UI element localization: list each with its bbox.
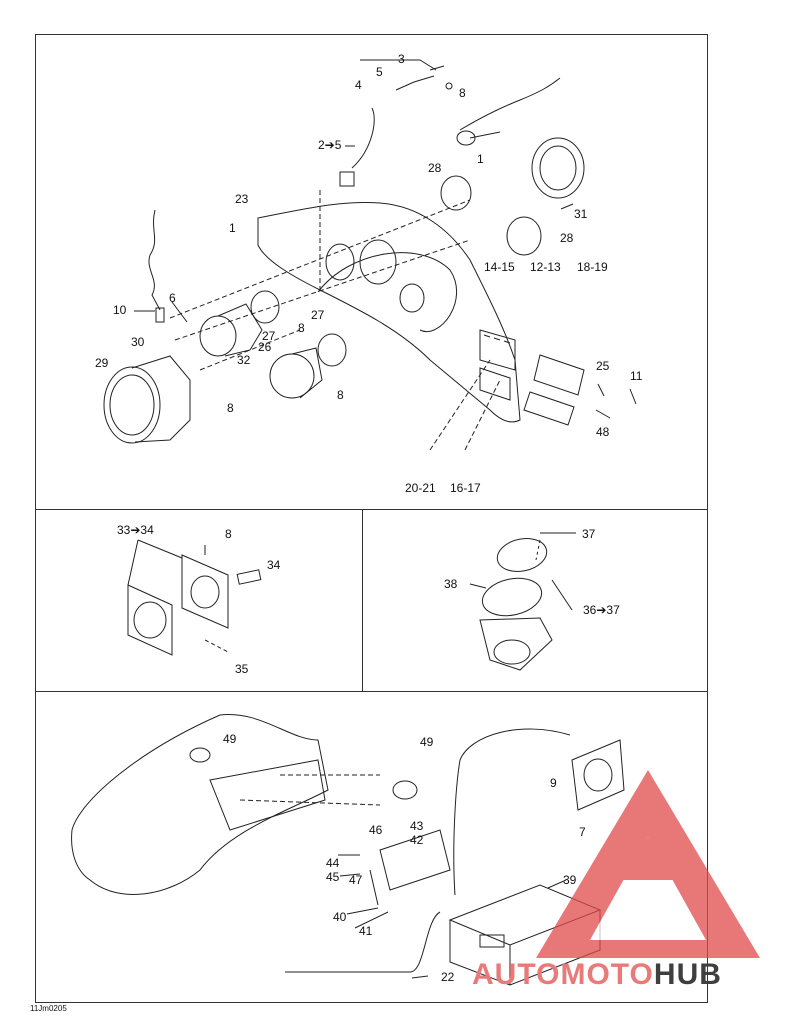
callout: 25 (596, 359, 610, 373)
switch-bezel-drawing (127, 554, 262, 656)
watermark-text-a: AUTOMOTO (472, 958, 654, 991)
callout: 8 (459, 86, 466, 100)
callout: 2➔5 (318, 138, 342, 152)
callout: 38 (444, 577, 458, 591)
socket-49-drawing (392, 780, 418, 800)
gauge-32-drawing (199, 315, 237, 357)
callout: 36➔37 (583, 603, 620, 617)
callout: 39 (563, 873, 577, 887)
callout: 14-15 (484, 260, 515, 274)
callout: 32 (237, 353, 251, 367)
callout: 22 (441, 970, 455, 984)
callout: 27 (311, 308, 325, 322)
courtesy-light-drawing (479, 538, 553, 671)
cable-10-drawing (148, 209, 161, 311)
cap-31-drawing (531, 137, 585, 199)
ring-27-upper-drawing (250, 290, 280, 324)
callout: 44 (326, 856, 340, 870)
callout: 49 (420, 735, 434, 749)
nut-28-upper-drawing (440, 175, 472, 211)
callout: 42 (410, 833, 424, 847)
watermark-text-b: HUB (653, 958, 722, 991)
callout: 8 (225, 527, 232, 541)
wire-22-drawing (285, 911, 441, 973)
callout: 40 (333, 910, 347, 924)
callout: 6 (169, 291, 176, 305)
callout: 37 (582, 527, 596, 541)
callout: 43 (410, 819, 424, 833)
console-housing-drawing (71, 713, 381, 895)
callout: 8 (337, 388, 344, 402)
callout: 29 (95, 356, 109, 370)
callout: 20-21 (405, 481, 436, 495)
callout: 1 (229, 221, 236, 235)
panel-console-detail (35, 691, 708, 1003)
callout: 49 (223, 732, 237, 746)
callout: 3 (398, 52, 405, 66)
callout: 35 (235, 662, 249, 676)
callout: 48 (596, 425, 610, 439)
callout: 7 (579, 825, 586, 839)
callout: 8 (298, 321, 305, 335)
callout: 18-19 (577, 260, 608, 274)
callout: 12-13 (530, 260, 561, 274)
callout: 8 (227, 401, 234, 415)
gauge-29-drawing (103, 366, 161, 444)
callout: 41 (359, 924, 373, 938)
callout: 23 (235, 192, 249, 206)
callout: 47 (349, 873, 363, 887)
callout: 30 (131, 335, 145, 349)
callout: 28 (428, 161, 442, 175)
callout: 46 (369, 823, 383, 837)
lamp-panel-48-drawing (533, 354, 585, 396)
watermark-text: AUTOMOTOHUB (472, 958, 722, 992)
console-body-drawing (257, 202, 521, 423)
callout: 4 (355, 78, 362, 92)
callout: 10 (113, 303, 127, 317)
callout: 33➔34 (117, 523, 154, 537)
callout: 28 (560, 231, 574, 245)
drawing-reference: 11Jm0205 (30, 1004, 67, 1013)
callout: 26 (258, 340, 272, 354)
nut-28-lower-drawing (506, 216, 542, 256)
wire-drawing (453, 728, 571, 896)
callout: 9 (550, 776, 557, 790)
callout: 11 (630, 369, 643, 383)
callout: 27 (262, 329, 276, 343)
callout: 31 (574, 207, 588, 221)
callout: 16-17 (450, 481, 481, 495)
ring-27-lower-drawing (317, 333, 347, 367)
callout: 5 (376, 65, 383, 79)
harness-drawing (339, 65, 561, 187)
watermark-logo (536, 770, 760, 958)
callout: 45 (326, 870, 340, 884)
callout: 34 (267, 558, 281, 572)
speaker-9-drawing (571, 739, 625, 811)
callout: 1 (477, 152, 484, 166)
bracket-drawing (369, 829, 451, 906)
